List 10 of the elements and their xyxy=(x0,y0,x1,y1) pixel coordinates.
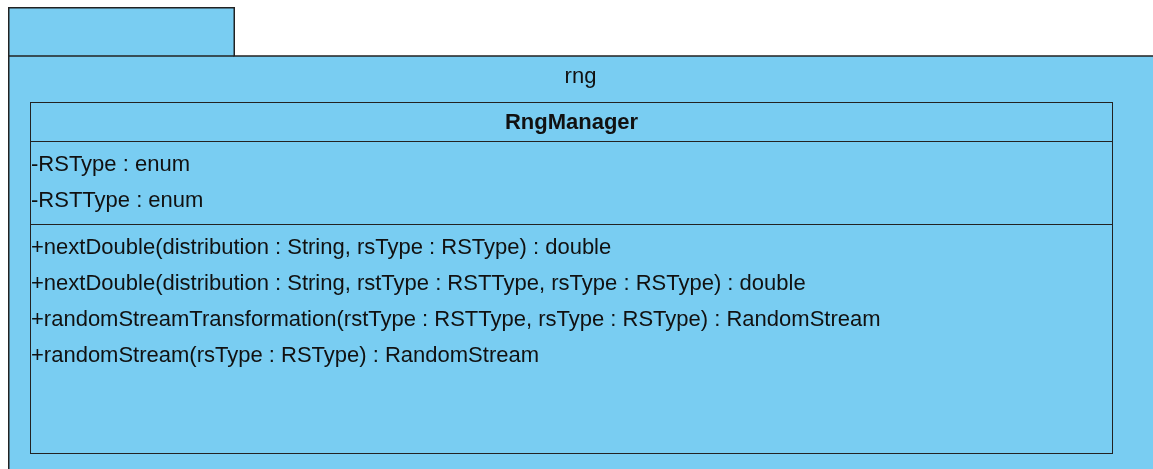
class-member-text: -RSTType : enum xyxy=(31,186,204,214)
class-member-text: +nextDouble(distribution : String, rstType : RSTType, rsType : RSType) : double xyxy=(31,269,806,297)
class-member-text: -RSType : enum xyxy=(31,150,190,178)
class-member-text: +randomStream(rsType : RSType) : RandomStream xyxy=(31,341,540,369)
class-member-text: +randomStreamTransformation(rstType : RSTType, rsType : RSType) : RandomStream xyxy=(31,305,881,333)
class-box xyxy=(30,102,1113,454)
package-name: rng xyxy=(564,63,597,89)
class-member-text: +nextDouble(distribution : String, rsType : RSType) : double xyxy=(31,233,612,261)
class-name: RngManager xyxy=(504,109,639,135)
package-shape xyxy=(8,7,1153,469)
